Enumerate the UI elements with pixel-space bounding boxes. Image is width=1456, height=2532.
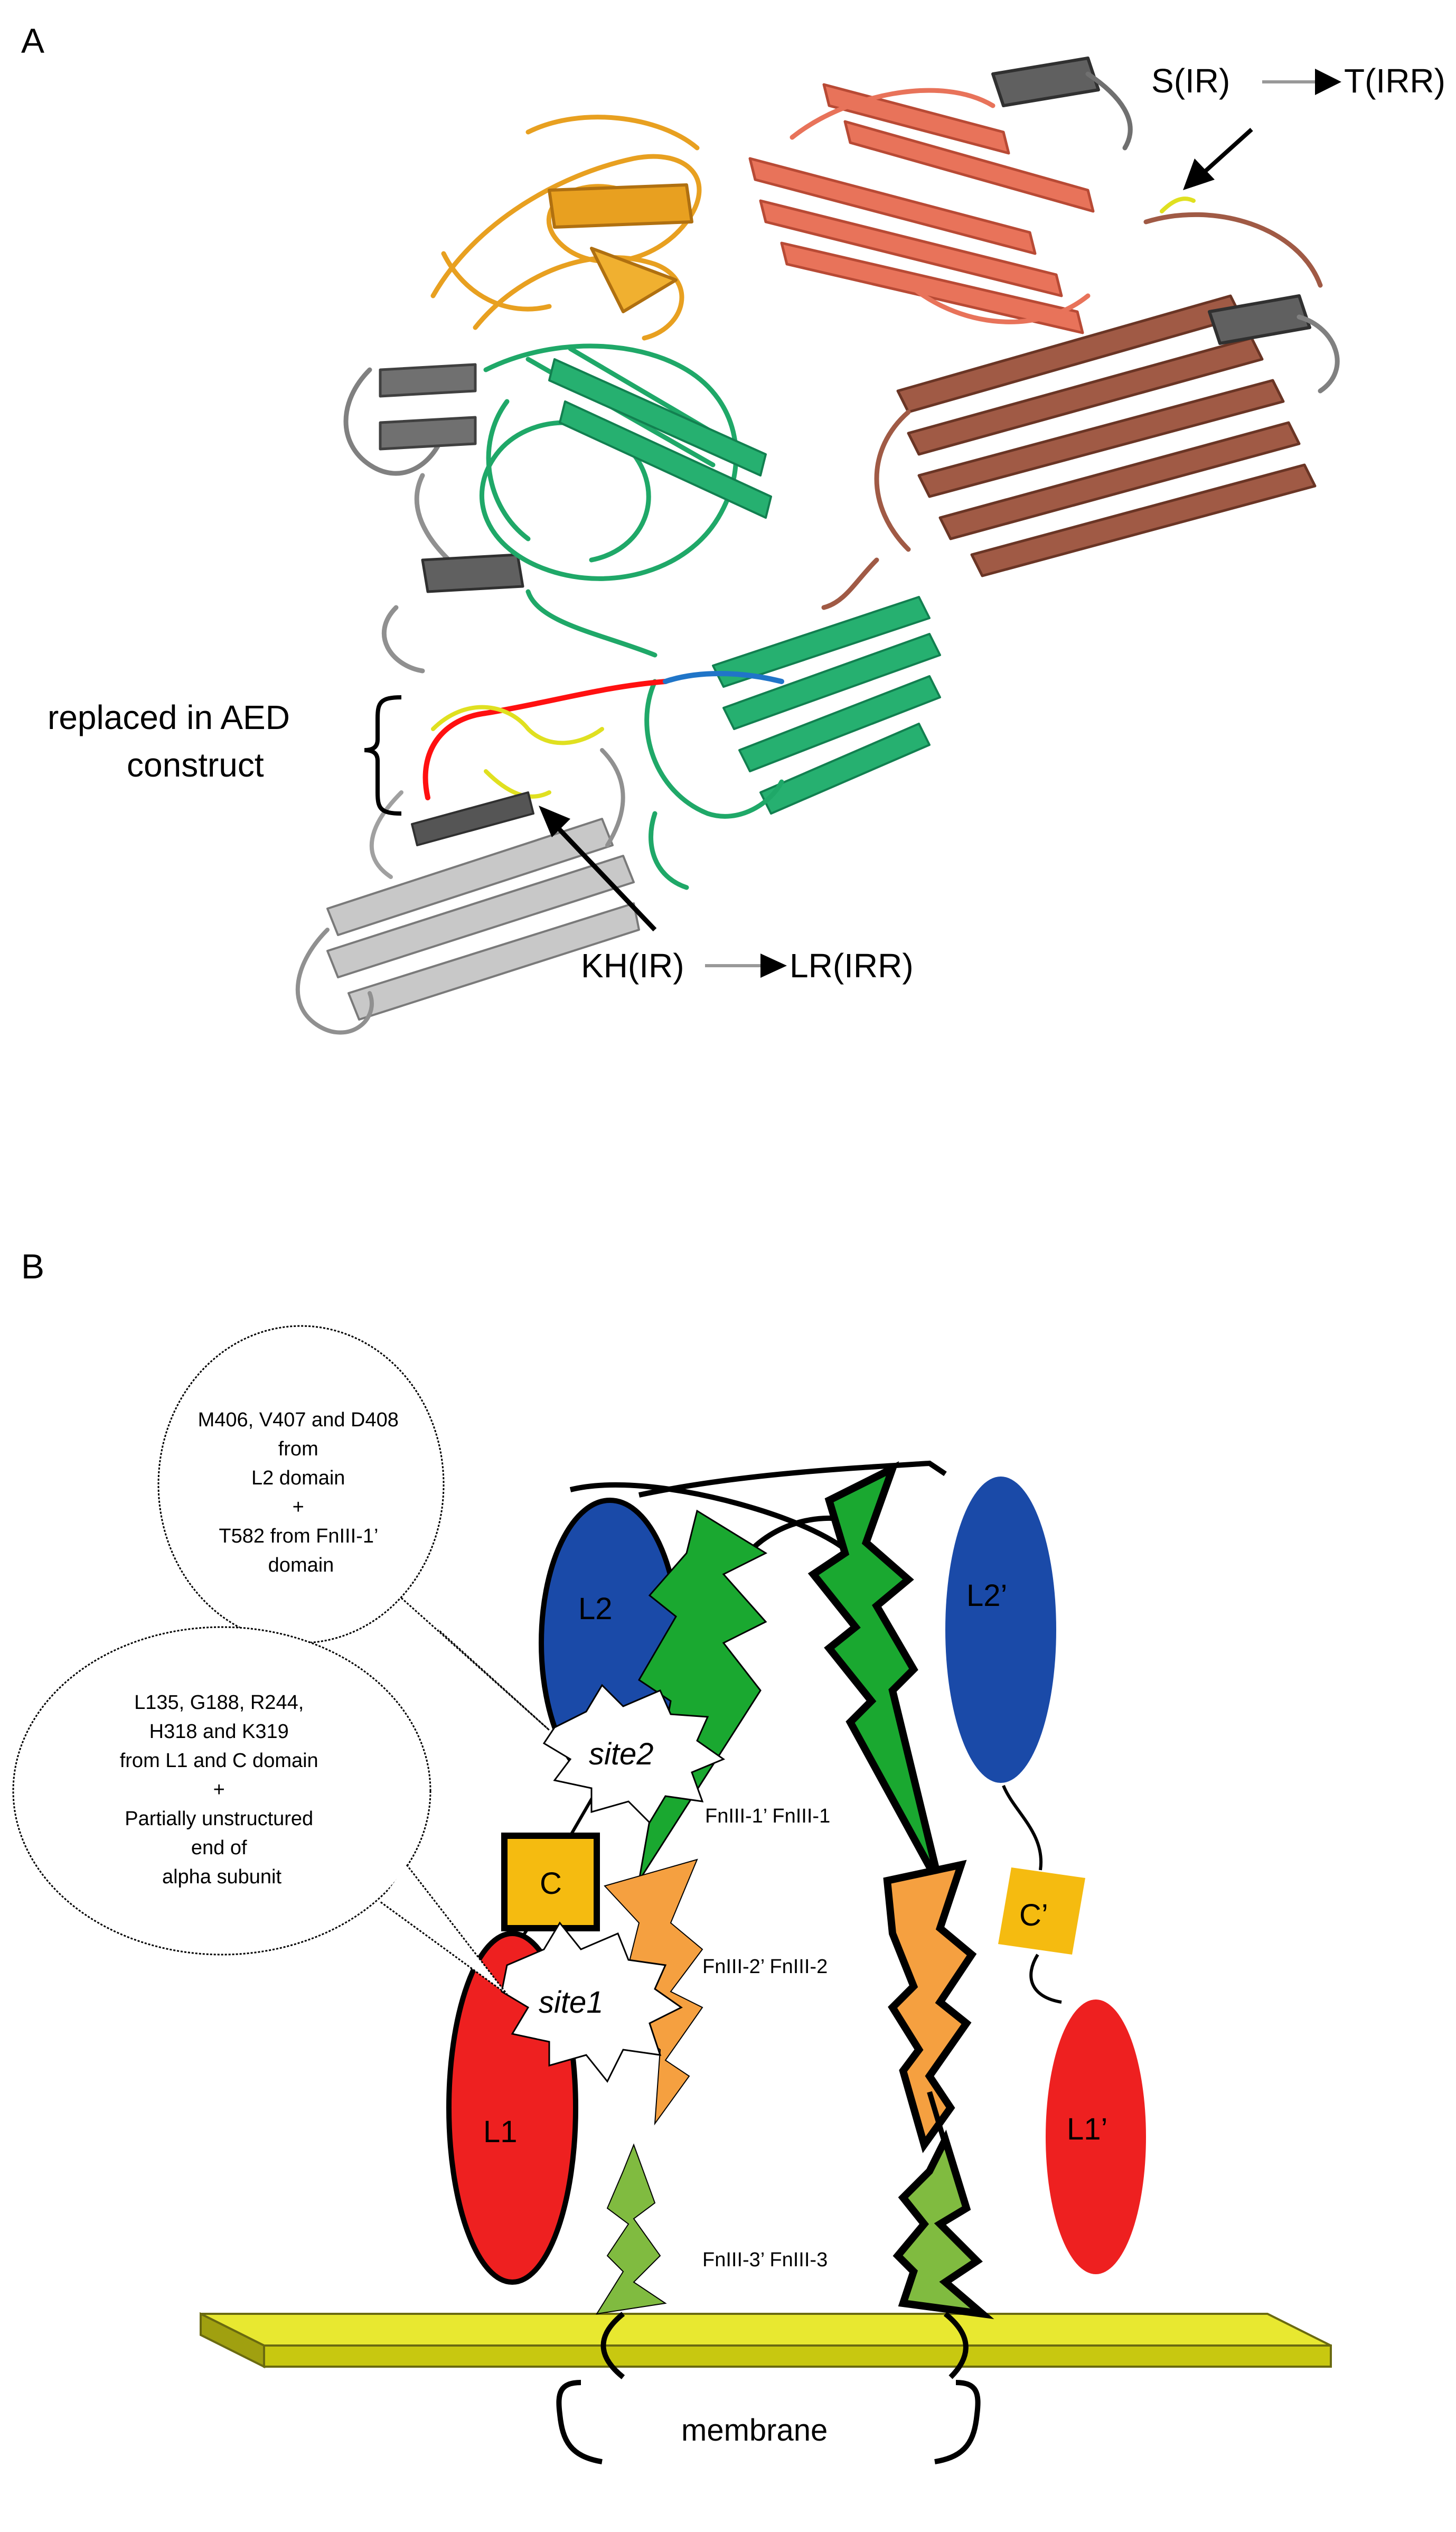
curly-bracket	[364, 695, 402, 816]
cp-l1p-link	[1029, 1954, 1062, 2004]
membrane-label: membrane	[681, 2413, 828, 2447]
fn3-labels: FnIII-3’ FnIII-3	[702, 2249, 828, 2271]
site2-starburst	[542, 1684, 726, 1824]
green-domain-upper	[479, 343, 753, 581]
yellow-loop-mid	[484, 769, 551, 799]
bracket-label-line2: construct	[127, 746, 264, 784]
light-grey-domain	[326, 818, 640, 1021]
site2-label: site2	[589, 1737, 654, 1771]
cp-label: C’	[1019, 1898, 1048, 1932]
fn1-domain	[807, 1461, 944, 1888]
blue-linker	[663, 671, 784, 684]
fn2-domain	[883, 1860, 977, 2153]
site2-bubble-line-1: M406, V407 and D408	[198, 1409, 399, 1431]
panel-a-label: A	[21, 21, 44, 60]
panel-a: A	[21, 21, 1445, 1035]
c-domain	[501, 1833, 600, 1931]
site1-bubble-line-6: end of	[191, 1837, 247, 1859]
fn2-labels: FnIII-2’ FnIII-2	[702, 1956, 828, 1978]
tm-right	[943, 2312, 969, 2379]
yellow-loop-top	[1160, 197, 1196, 213]
salmon-domain	[748, 83, 1095, 334]
fn1-labels: FnIII-1’ FnIII-1	[705, 1805, 830, 1827]
annotation-bottom-pointer	[550, 819, 657, 932]
grey-helix-top-right	[991, 57, 1100, 107]
annotation-top-pointer	[1197, 128, 1253, 179]
orange-helix	[548, 183, 693, 229]
membrane-bracket-right	[934, 2380, 981, 2464]
annotation-top-from: S(IR)	[1151, 62, 1230, 100]
site2-bubble: M406, V407 and D408 from L2 domain + T58…	[157, 1325, 550, 1731]
grey-domain-left	[343, 363, 524, 674]
c-label: C	[540, 1866, 562, 1901]
site2-bubble-line-5: T582 from FnIII-1’	[219, 1525, 378, 1547]
protein-structure-illustration	[295, 57, 1340, 1035]
green-sheet-upper	[548, 358, 772, 519]
site1-bubble-line-5: Partially unstructured	[125, 1808, 313, 1830]
site1-bubble-line-4: +	[213, 1779, 225, 1801]
brown-domain	[896, 294, 1317, 577]
grey-helix-right	[1208, 294, 1311, 345]
site2-bubble-line-6: domain	[268, 1554, 334, 1576]
l2p-label: L2’	[966, 1578, 1007, 1613]
l2p-cp-link	[1002, 1784, 1043, 1871]
c-l1-link	[521, 1927, 530, 1937]
site1-bubble-line-7: alpha subunit	[162, 1866, 282, 1888]
site2-bubble-line-2: from	[278, 1438, 318, 1460]
site1-bubble-line-1: L135, G188, R244,	[134, 1692, 304, 1714]
bracket-label-line1: replaced in AED	[48, 698, 290, 736]
fn2-fn3-link	[927, 2091, 948, 2146]
panel-b: B membrane L2 L2’ C C’	[12, 1247, 1332, 2464]
panel-b-label: B	[21, 1247, 44, 1286]
site1-bubble-text: L135, G188, R244, H318 and K319 from L1 …	[120, 1692, 324, 1888]
site2-bubble-line-4: +	[293, 1496, 304, 1518]
orange-strand	[590, 247, 678, 313]
annotation-top-arrowhead	[1315, 69, 1341, 95]
l1-label: L1	[483, 2115, 518, 2149]
green-domain-lower	[712, 596, 941, 815]
l2p-domain	[945, 1477, 1056, 1783]
annotation-top-to: T(IRR)	[1344, 62, 1445, 100]
l1p-domain	[1046, 2000, 1146, 2274]
dark-grey-strand-bottom	[411, 791, 534, 846]
l2-label: L2	[578, 1592, 613, 1626]
top-linker-right	[638, 1460, 947, 1498]
annotation-bottom-to: LR(IRR)	[790, 947, 914, 985]
site2-bubble-line-3: L2 domain	[251, 1467, 345, 1489]
site1-bubble: L135, G188, R244, H318 and K319 from L1 …	[12, 1626, 508, 1995]
fn3p-domain	[595, 2143, 667, 2315]
annotation-bottom-pointer-head	[539, 806, 570, 837]
site2-bubble-text: M406, V407 and D408 from L2 domain + T58…	[198, 1409, 405, 1576]
membrane	[200, 2312, 1332, 2369]
yellow-loop-lower	[431, 705, 604, 745]
site1-label: site1	[539, 1985, 604, 2020]
annotation-bottom-arrowhead	[760, 954, 787, 978]
red-linker	[422, 679, 668, 800]
site1-bubble-line-2: H318 and K319	[149, 1721, 289, 1743]
site1-bubble-line-3: from L1 and C domain	[120, 1750, 318, 1772]
annotation-top-pointer-head	[1183, 158, 1215, 190]
annotation-bottom-from: KH(IR)	[581, 947, 684, 985]
l1p-label: L1’	[1067, 2112, 1107, 2146]
membrane-bracket	[556, 2380, 603, 2464]
site1-starburst	[501, 1921, 683, 2083]
fn3-domain	[893, 2129, 994, 2320]
tm-left	[600, 2312, 625, 2379]
cp-domain	[998, 1867, 1085, 1955]
